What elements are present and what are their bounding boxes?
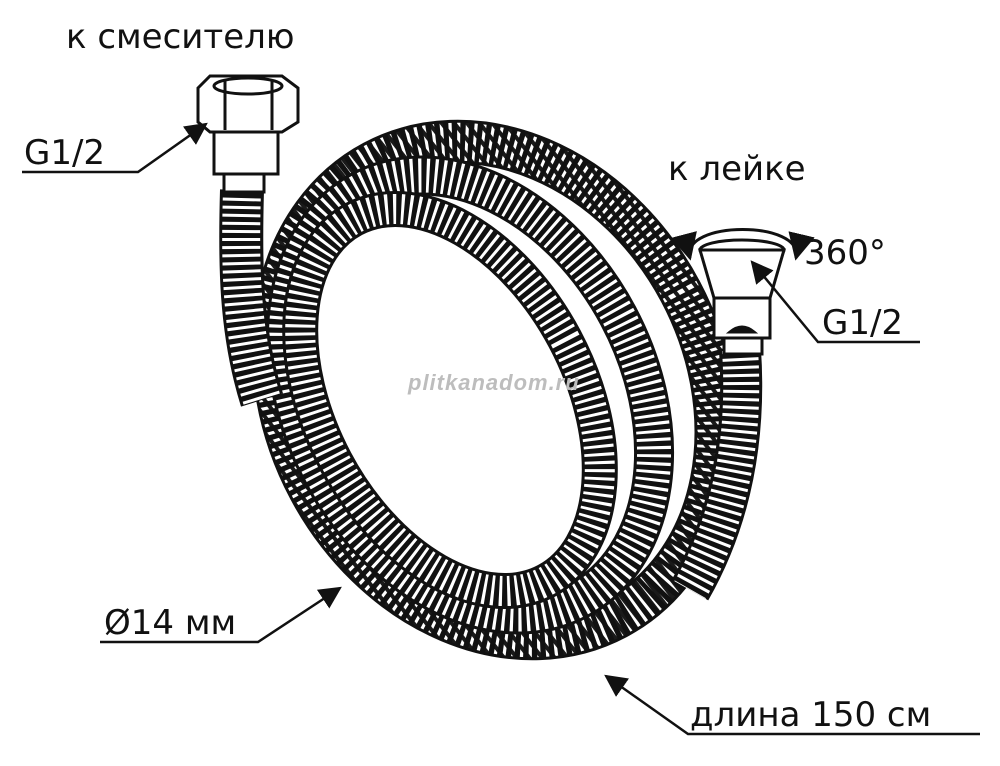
hose-tail-right — [671, 348, 763, 601]
leader-length — [604, 674, 980, 736]
label-thread-right: G1/2 — [822, 303, 904, 343]
leader-diameter — [100, 586, 342, 644]
watermark: plitkanadom.ru — [408, 370, 580, 395]
label-thread-left: G1/2 — [24, 133, 106, 173]
coil-loop-middle-ribs — [268, 158, 672, 632]
mixer-nut-fitting — [196, 74, 300, 194]
label-rotation: 360° — [804, 233, 886, 273]
label-to-mixer: к смесителю — [66, 17, 295, 57]
leader-lines — [22, 122, 980, 736]
shower-nut-fitting — [698, 238, 786, 356]
coil-loop-inner-ribs — [285, 193, 615, 607]
label-length: длина 150 см — [690, 695, 932, 735]
label-to-shower: к лейке — [668, 149, 806, 189]
hose-tail-left — [219, 189, 284, 407]
leader-thread-right — [750, 260, 920, 344]
hose-coil — [251, 119, 739, 661]
label-diameter: Ø14 мм — [104, 603, 237, 643]
leader-thread-left — [22, 122, 208, 174]
rotation-arrow-icon — [670, 228, 815, 261]
